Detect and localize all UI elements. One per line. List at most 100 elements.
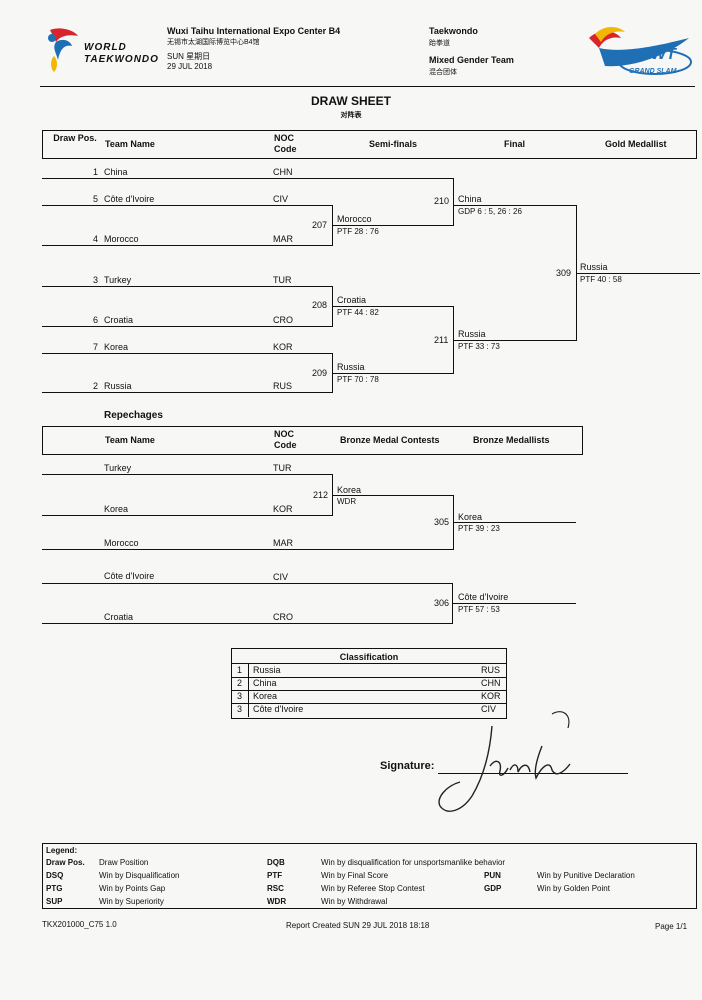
classification-rank-sep <box>248 664 249 677</box>
team-line <box>42 326 332 327</box>
classification-noc: KOR <box>481 691 501 701</box>
winner-line <box>332 495 453 496</box>
legend-code: PTF <box>267 871 283 880</box>
team-name: China <box>104 167 128 177</box>
contest-number: 305 <box>434 517 450 527</box>
contest-winner: Korea <box>337 485 362 495</box>
classification-team: Korea <box>253 691 278 701</box>
classification-title: Classification <box>339 652 399 662</box>
team-draw-pos: 5 <box>92 194 98 204</box>
event-day: SUN 星期日 <box>167 52 211 61</box>
signature-line <box>438 773 628 774</box>
winner-line <box>453 522 576 523</box>
winner-line <box>576 273 700 274</box>
team-line <box>42 474 332 475</box>
contest-score: PTF 44 : 82 <box>337 308 379 317</box>
logo-world-text: WORLD <box>84 42 127 53</box>
contest-number: 309 <box>556 268 572 278</box>
legend-desc: Win by Withdrawal <box>321 897 388 906</box>
legend-code: DSQ <box>46 871 64 880</box>
header-bronze-contests: Bronze Medal Contests <box>340 435 440 445</box>
legend-code: PTG <box>46 884 63 893</box>
classification-noc: RUS <box>481 665 501 675</box>
header-team-name: Team Name <box>105 139 155 149</box>
legend-code: PUN <box>484 871 501 880</box>
team-noc: KOR <box>273 342 293 352</box>
team-name: Côte d'Ivoire <box>104 571 155 581</box>
sport-name: Taekwondo <box>429 26 478 36</box>
team-name: Turkey <box>104 275 132 285</box>
contest-winner: Côte d'Ivoire <box>458 592 509 602</box>
contest-winner: Russia <box>458 329 486 339</box>
team-name: Korea <box>104 504 129 514</box>
winner-line <box>453 205 576 206</box>
legend-desc: Win by Punitive Declaration <box>537 871 635 880</box>
header-final: Final <box>504 139 526 149</box>
legend-code: RSC <box>267 884 284 893</box>
legend-desc: Win by Disqualification <box>99 871 180 880</box>
contest-score: PTF 70 : 78 <box>337 375 379 384</box>
classification-row: 1 Russia RUS <box>232 664 506 678</box>
footer-page-number: Page 1/1 <box>655 922 688 931</box>
contest-winner: Morocco <box>337 214 372 224</box>
sport-name-cn: 跆拳道 <box>429 40 450 47</box>
repechage-table-header: Team Name NOC Code Bronze Medal Contests… <box>42 426 583 455</box>
repechages-title: Repechages <box>104 410 163 421</box>
venue-name: Wuxi Taihu International Expo Center B4 <box>167 26 341 36</box>
contest-score: PTF 28 : 76 <box>337 227 379 236</box>
logo-taekwondo-text: TAEKWONDO <box>84 54 159 65</box>
classification-team: China <box>253 678 277 688</box>
team-name: Morocco <box>104 538 139 548</box>
main-table-header: Draw Pos. Team Name NOC Code Semi-finals… <box>42 130 697 159</box>
world-taekwondo-emblem-icon <box>48 28 78 72</box>
page-title: DRAW SHEET <box>310 94 391 108</box>
classification-noc: CIV <box>481 704 497 714</box>
contest-score: PTF 39 : 23 <box>458 524 500 533</box>
team-line <box>42 245 332 246</box>
legend-code: WDR <box>267 897 287 906</box>
team-name: Côte d'Ivoire <box>104 194 155 204</box>
team-line <box>42 392 332 393</box>
team-draw-pos: 2 <box>92 381 98 391</box>
team-draw-pos: 3 <box>92 275 98 285</box>
header-semi-finals: Semi-finals <box>369 139 418 149</box>
wt-grand-slam-emblem-icon <box>589 27 692 75</box>
event-name-cn: 混合团体 <box>429 69 457 76</box>
legend-desc: Win by Golden Point <box>537 884 610 893</box>
team-noc: CIV <box>273 572 289 582</box>
team-noc: CRO <box>273 612 293 622</box>
team-name: Morocco <box>104 234 139 244</box>
contest-winner: Korea <box>458 512 483 522</box>
team-noc: CHN <box>273 167 293 177</box>
legend-desc: Win by disqualification for unsportsmanl… <box>321 858 506 867</box>
classification-rank: 1 <box>237 665 243 675</box>
team-noc: CIV <box>273 194 289 204</box>
winner-line <box>453 340 576 341</box>
header-draw-pos: Draw Pos. <box>53 133 97 143</box>
contest-winner: China <box>458 194 482 204</box>
team-name: Croatia <box>104 612 134 622</box>
footer-report-created: Report Created SUN 29 JUL 2018 18:18 <box>286 921 430 930</box>
classification-rank-sep <box>248 677 249 690</box>
legend-desc: Win by Referee Stop Contest <box>321 884 425 893</box>
team-line <box>42 549 332 550</box>
team-draw-pos: 6 <box>92 315 98 325</box>
contest-winner: Russia <box>337 362 365 372</box>
contest-number: 212 <box>313 490 329 500</box>
contest-winner: Russia <box>580 262 608 272</box>
classification-row: 3 Korea KOR <box>232 690 506 704</box>
team-draw-pos: 1 <box>92 167 98 177</box>
classification-rank-sep <box>248 703 249 717</box>
contest-score: PTF 33 : 73 <box>458 342 500 351</box>
header-gold-medallist: Gold Medallist <box>605 139 667 149</box>
team-line <box>42 178 332 179</box>
team-line <box>42 515 332 516</box>
contest-score: WDR <box>337 497 357 506</box>
team-noc: TUR <box>273 275 292 285</box>
header-noc-code: NOC Code <box>274 429 297 450</box>
legend-desc: Draw Position <box>99 858 149 867</box>
classification-rank: 3 <box>237 704 243 714</box>
contest-number: 208 <box>312 300 328 310</box>
bracket-connector-morocco <box>332 549 454 550</box>
world-taekwondo-logo: WORLD TAEKWONDO <box>44 26 164 76</box>
